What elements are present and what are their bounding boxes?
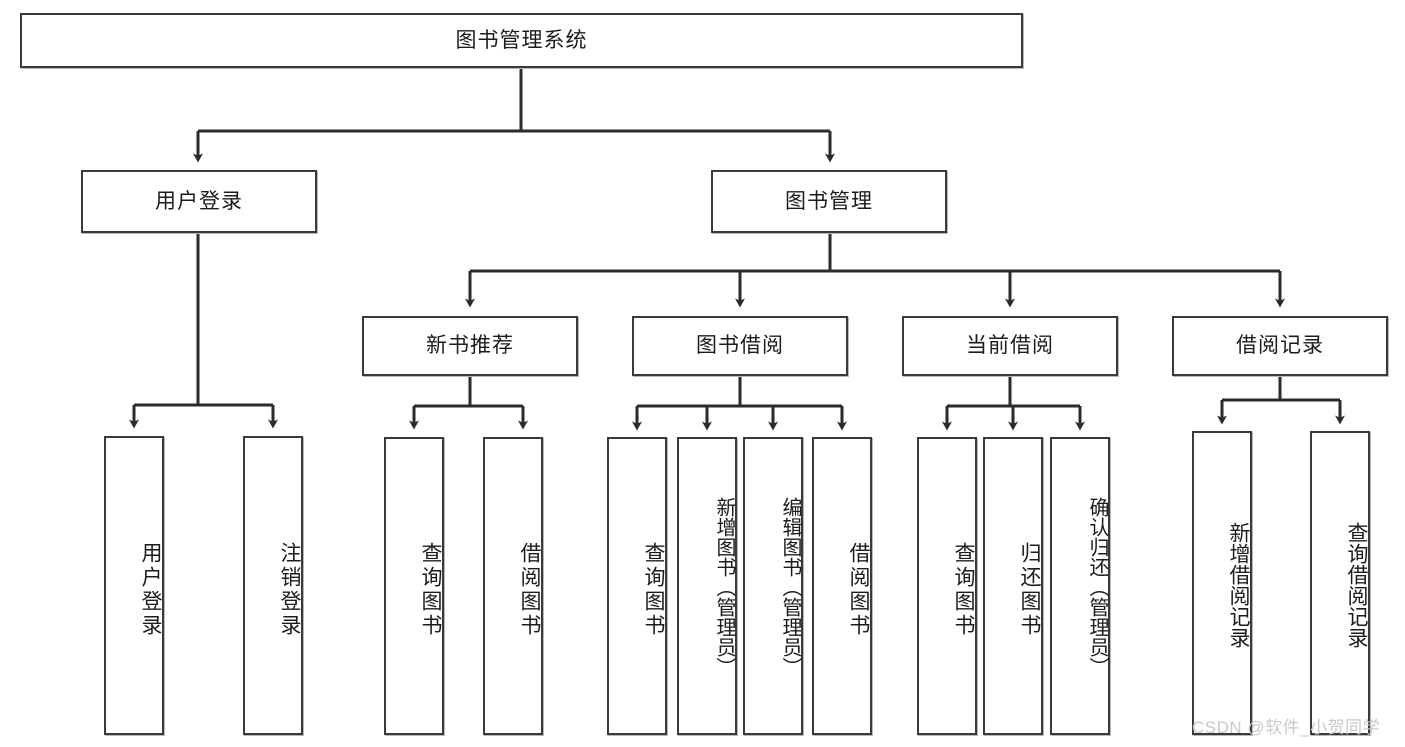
leaf-record-add-record[interactable]: 新增借阅记录 — [1192, 431, 1252, 735]
leaf-borrow-edit-book-admin[interactable]: 编辑图书（管理员） — [743, 437, 803, 735]
leaf-borrow-query-book[interactable]: 查询图书 — [607, 437, 667, 735]
leaf-recommend-borrow-book[interactable]: 借阅图书 — [483, 437, 543, 735]
leaf-current-confirm-return-admin[interactable]: 确认归还（管理员） — [1050, 437, 1110, 735]
leaf-current-query-book[interactable]: 查询图书 — [917, 437, 977, 735]
leaf-recommend-query-book[interactable]: 查询图书 — [384, 437, 444, 735]
leaf-borrow-add-book-admin[interactable]: 新增图书（管理员） — [677, 437, 737, 735]
node-new-book-recommend[interactable]: 新书推荐 — [362, 316, 578, 376]
node-current-borrow[interactable]: 当前借阅 — [902, 316, 1118, 376]
node-borrow-record[interactable]: 借阅记录 — [1172, 316, 1388, 376]
leaf-user-login-logout[interactable]: 注销登录 — [243, 436, 303, 735]
node-root-system[interactable]: 图书管理系统 — [20, 13, 1023, 68]
leaf-current-return-book[interactable]: 归还图书 — [983, 437, 1043, 735]
leaf-borrow-borrow-book[interactable]: 借阅图书 — [812, 437, 872, 735]
leaf-record-query-record[interactable]: 查询借阅记录 — [1310, 431, 1370, 735]
node-user-login[interactable]: 用户登录 — [81, 170, 317, 233]
leaf-user-login-login[interactable]: 用户登录 — [104, 436, 164, 735]
csdn-watermark: CSDN @软件_小贺同学 — [1192, 718, 1381, 737]
node-book-management[interactable]: 图书管理 — [711, 170, 947, 233]
node-book-borrow[interactable]: 图书借阅 — [632, 316, 848, 376]
